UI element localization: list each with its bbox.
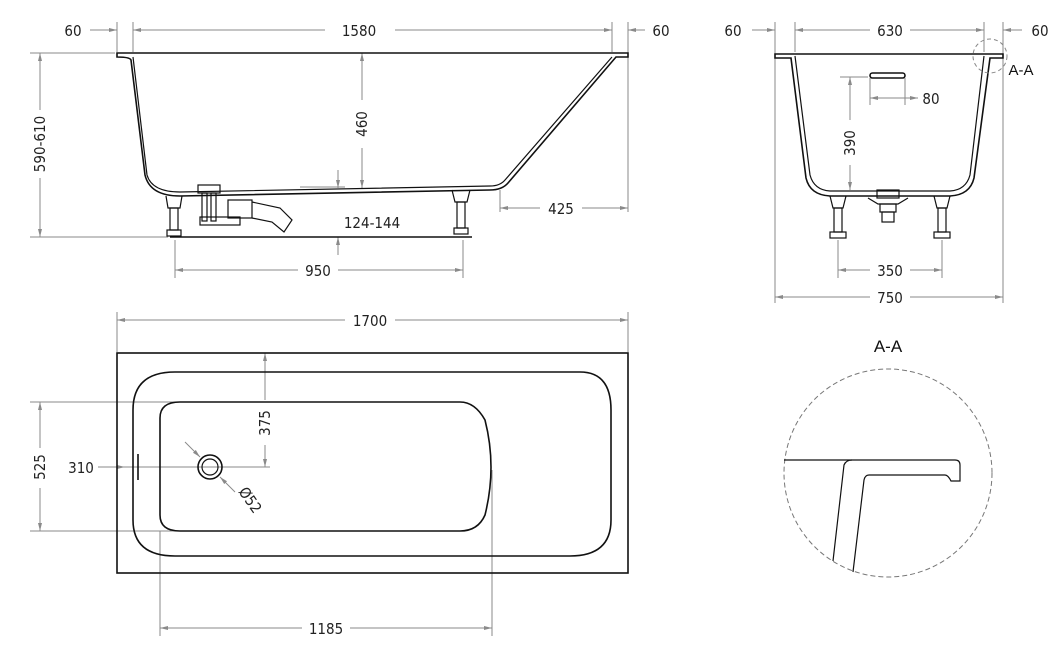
end-foot-left xyxy=(829,195,847,239)
side-rim-right-label: 60 xyxy=(652,22,669,40)
end-tub-outline xyxy=(774,38,1008,239)
end-total-width-label: 750 xyxy=(877,289,903,307)
end-feet-spacing-label: 350 xyxy=(877,262,903,280)
end-overflow-width-label: 80 xyxy=(922,90,939,108)
side-feet-spacing-label: 950 xyxy=(305,262,331,280)
foot-left xyxy=(165,195,183,237)
drain-siphon xyxy=(197,184,293,233)
foot-right xyxy=(451,189,471,235)
detail-title: A-A xyxy=(874,337,903,356)
end-overflow-height-label: 390 xyxy=(841,130,859,156)
plan-length-label: 1700 xyxy=(353,312,387,330)
side-drain-clearance-label: 124-144 xyxy=(344,214,400,232)
side-slope-label: 425 xyxy=(548,200,574,218)
end-foot-right xyxy=(933,195,951,239)
end-rim-left-label: 60 xyxy=(724,22,741,40)
plan-view: 1700 525 310 375 Ø52 1185 xyxy=(30,312,629,638)
plan-basin-width-label: 525 xyxy=(31,454,49,480)
end-view: 60 630 60 80 390 350 750 A-A xyxy=(724,22,1049,307)
section-marker-label: A-A xyxy=(1008,62,1033,79)
drain-hole xyxy=(197,454,223,480)
plan-drain-edge-label: 375 xyxy=(256,410,274,436)
side-tub-outline xyxy=(116,52,629,238)
overflow-slot xyxy=(869,72,906,79)
plan-tub-outline xyxy=(116,352,629,574)
side-rim-left-label: 60 xyxy=(64,22,81,40)
detail-a-a: A-A xyxy=(783,337,993,578)
side-depth-label: 460 xyxy=(353,111,371,137)
end-width-label: 630 xyxy=(877,22,903,40)
side-length-label: 1580 xyxy=(342,22,376,40)
end-rim-right-label: 60 xyxy=(1031,22,1048,40)
plan-drain-offset-label: 310 xyxy=(68,459,94,477)
end-drain xyxy=(867,189,909,223)
plan-drain-diameter-label: Ø52 xyxy=(235,484,266,517)
section-marker-circle xyxy=(972,38,1008,74)
detail-circle xyxy=(783,368,993,578)
plan-basin-length-label: 1185 xyxy=(309,620,343,638)
side-view: 60 1580 60 590-610 460 124-144 425 950 xyxy=(30,21,670,280)
side-height-label: 590-610 xyxy=(31,116,49,172)
